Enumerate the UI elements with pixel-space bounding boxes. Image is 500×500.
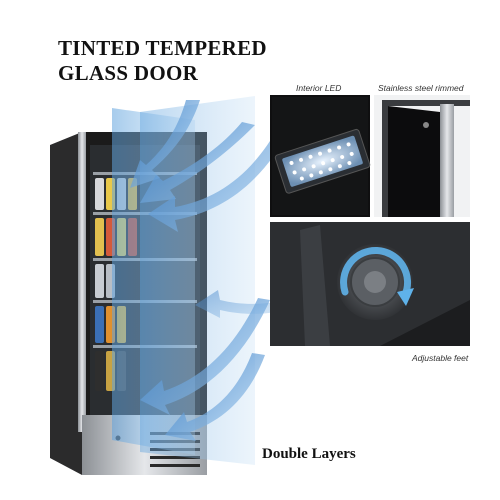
caption-interior-led: Interior LED bbox=[296, 83, 342, 93]
headline: TINTED TEMPERED GLASS DOOR bbox=[58, 36, 267, 86]
arrow-icon bbox=[195, 280, 338, 318]
can bbox=[95, 306, 104, 343]
led-panel-icon bbox=[274, 128, 371, 194]
inset-stainless-rim bbox=[374, 95, 470, 217]
headline-line-1: TINTED TEMPERED bbox=[58, 36, 267, 60]
inset-adjustable-feet bbox=[270, 222, 470, 346]
can bbox=[95, 264, 104, 298]
glass-pane-outer bbox=[140, 96, 255, 465]
arrow-icon bbox=[140, 122, 255, 203]
glass-layers bbox=[112, 96, 255, 465]
door-glass-dark bbox=[388, 106, 440, 217]
feet-rail bbox=[300, 225, 330, 346]
arrow-icon bbox=[130, 100, 200, 188]
can bbox=[95, 218, 104, 256]
fridge-side-panel bbox=[50, 132, 82, 475]
rotate-arrow-icon[interactable] bbox=[340, 246, 414, 306]
inset-interior-led bbox=[270, 95, 371, 217]
hinge-screw bbox=[423, 122, 429, 128]
caption-adjustable-feet: Adjustable feet bbox=[412, 353, 469, 363]
foot-center bbox=[364, 271, 386, 293]
door-handle bbox=[78, 132, 86, 432]
caption-double-layers: Double Layers bbox=[262, 446, 356, 462]
headline-line-2: GLASS DOOR bbox=[58, 61, 199, 85]
can bbox=[95, 351, 104, 391]
can bbox=[95, 178, 104, 210]
steel-rim bbox=[440, 104, 454, 217]
caption-stainless-steel: Stainless steel rimmed bbox=[378, 83, 464, 93]
arrow-icon bbox=[165, 353, 265, 441]
